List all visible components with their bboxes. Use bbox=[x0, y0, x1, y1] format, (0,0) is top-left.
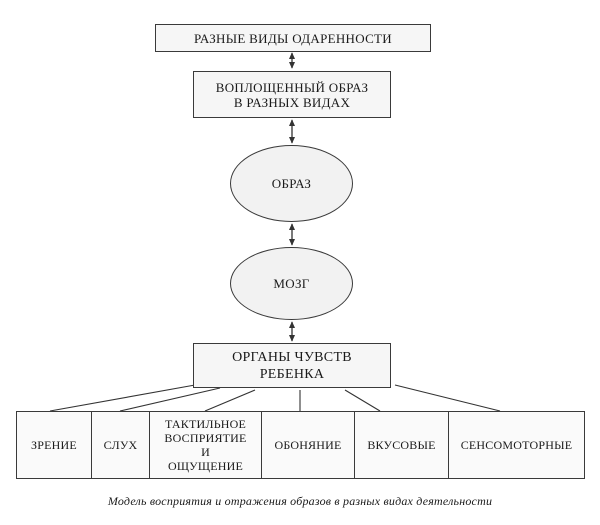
brain-node: МОЗГ bbox=[230, 247, 353, 320]
sense-tactile-line-3: И bbox=[201, 445, 210, 459]
sense-cell-hearing: СЛУХ bbox=[91, 412, 149, 478]
sense-hearing-label: СЛУХ bbox=[103, 438, 138, 452]
fan-line-tactile bbox=[204, 389, 256, 412]
image-node-label: ОБРАЗ bbox=[271, 175, 312, 191]
fan-line-sensorimotor bbox=[394, 384, 501, 412]
sense-cell-tactile: ТАКТИЛЬНОЕ ВОСПРИЯТИЕ И ОЩУЩЕНИЕ bbox=[149, 412, 261, 478]
sense-cell-taste: ВКУСОВЫЕ bbox=[354, 412, 448, 478]
sense-tactile-line-4: ОЩУЩЕНИЕ bbox=[168, 459, 243, 473]
giftedness-types-box: РАЗНЫЕ ВИДЫ ОДАРЕННОСТИ bbox=[155, 24, 431, 52]
sense-organs-line-2: РЕБЕНКА bbox=[259, 366, 325, 382]
sense-organs-box: ОРГАНЫ ЧУВСТВ РЕБЕНКА bbox=[193, 343, 391, 388]
fan-line-taste bbox=[344, 389, 381, 412]
sense-smell-label: ОБОНЯНИЕ bbox=[274, 438, 342, 452]
sense-cell-sensorimotor: СЕНСОМОТОРНЫЕ bbox=[448, 412, 584, 478]
fan-line-vision bbox=[49, 384, 196, 412]
brain-node-label: МОЗГ bbox=[273, 275, 310, 291]
sense-taste-label: ВКУСОВЫЕ bbox=[367, 438, 436, 452]
sense-sensorimotor-label: СЕНСОМОТОРНЫЕ bbox=[460, 438, 573, 452]
sense-organs-line-1: ОРГАНЫ ЧУВСТВ bbox=[232, 349, 352, 365]
fan-lines bbox=[49, 384, 501, 412]
sense-cell-smell: ОБОНЯНИЕ bbox=[261, 412, 354, 478]
fan-line-hearing bbox=[119, 387, 221, 412]
embodied-image-line-1: ВОПЛОЩЕННЫЙ ОБРАЗ bbox=[215, 79, 369, 95]
embodied-image-line-2: В РАЗНЫХ ВИДАХ bbox=[233, 94, 351, 110]
sense-vision-label: ЗРЕНИЕ bbox=[31, 438, 77, 452]
sense-tactile-line-2: ВОСПРИЯТИЕ bbox=[164, 431, 247, 445]
sense-cell-vision: ЗРЕНИЕ bbox=[17, 412, 91, 478]
sense-tactile-line-1: ТАКТИЛЬНОЕ bbox=[164, 417, 247, 431]
figure-caption: Модель восприятия и отражения образов в … bbox=[107, 494, 493, 508]
senses-row: ЗРЕНИЕ СЛУХ ТАКТИЛЬНОЕ ВОСПРИЯТИЕ И ОЩУЩ… bbox=[16, 411, 585, 479]
giftedness-types-label: РАЗНЫЕ ВИДЫ ОДАРЕННОСТИ bbox=[194, 30, 392, 46]
embodied-image-box: ВОПЛОЩЕННЫЙ ОБРАЗ В РАЗНЫХ ВИДАХ bbox=[193, 71, 391, 118]
image-node: ОБРАЗ bbox=[230, 145, 353, 222]
